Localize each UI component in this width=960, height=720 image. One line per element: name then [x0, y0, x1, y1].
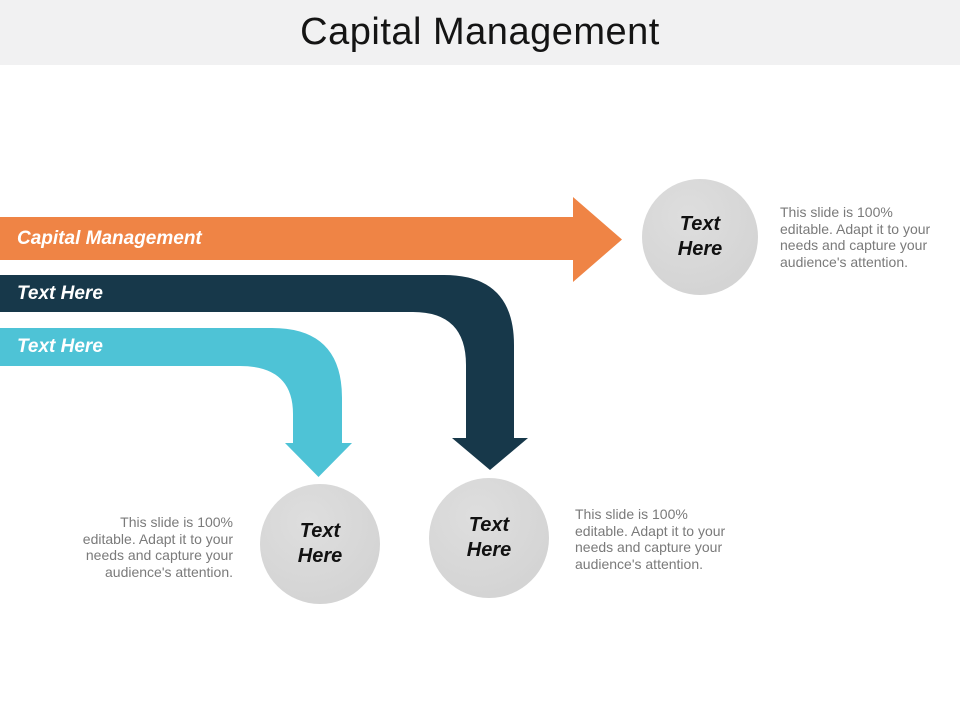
arrow-label-text-here-navy: Text Here: [17, 282, 103, 304]
description-bottom-middle: This slide is 100% editable. Adapt it to…: [575, 506, 726, 572]
text-here-circle-bottom-middle: Text Here: [429, 478, 549, 598]
text-here-circle-bottom-left: Text Here: [260, 484, 380, 604]
slide-title: Capital Management: [300, 11, 660, 53]
teal-bend-down-arrow-shape: [0, 328, 352, 477]
description-top-right: This slide is 100% editable. Adapt it to…: [780, 204, 931, 270]
navy-bend-down-arrow-shape: [0, 275, 528, 470]
orange-right-arrow-shape: [0, 197, 622, 282]
arrow-label-text-here-teal: Text Here: [17, 336, 103, 357]
description-bottom-left: This slide is 100% editable. Adapt it to…: [82, 514, 233, 580]
slide-header: Capital Management: [0, 0, 960, 65]
text-here-circle-top-right: Text Here: [642, 179, 758, 295]
arrow-label-capital-management: Capital Management: [17, 227, 202, 249]
